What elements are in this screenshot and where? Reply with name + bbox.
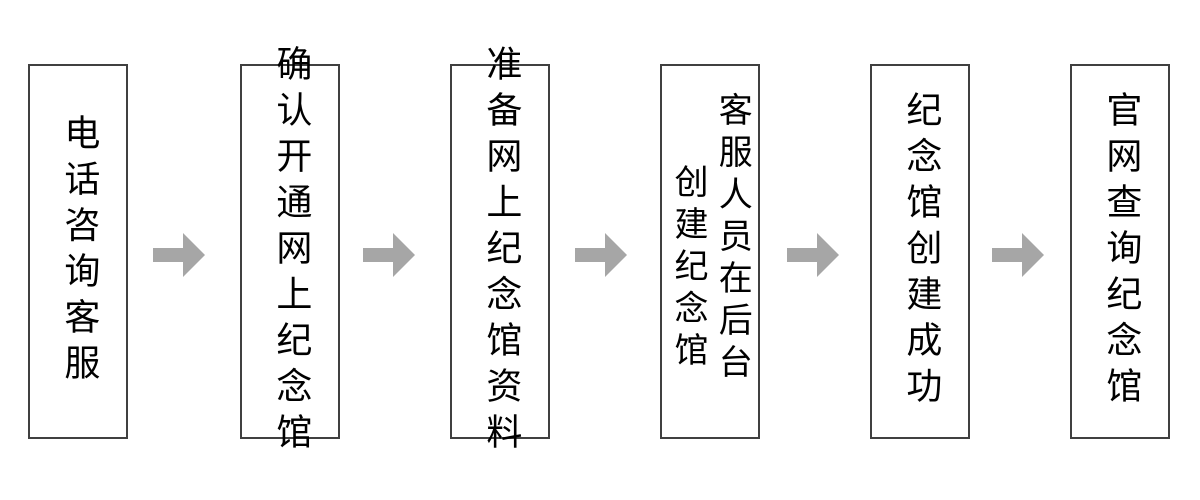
- flow-node-step-2[interactable]: 确认开通网上纪念馆: [240, 45, 340, 459]
- flow-node-label: 电话咨询客服: [58, 113, 100, 390]
- flow-node-label: 客服人员在后台: [712, 91, 753, 386]
- flow-node-step-4[interactable]: 客服人员在后台 创建纪念馆: [660, 64, 760, 439]
- right-arrow-icon: [153, 233, 205, 277]
- flow-node-label: 确认开通网上纪念馆: [270, 44, 312, 459]
- right-arrow-icon: [787, 233, 839, 277]
- flow-node-label: 纪念馆创建成功: [900, 90, 942, 413]
- right-arrow-icon: [575, 233, 627, 277]
- flow-node-label-continued: 创建纪念馆: [668, 163, 708, 374]
- right-arrow-icon: [992, 233, 1044, 277]
- right-arrow-icon: [363, 233, 415, 277]
- flow-node-step-5[interactable]: 纪念馆创建成功: [870, 64, 970, 439]
- flow-node-label: 准备网上纪念馆资料: [480, 44, 522, 459]
- flow-node-step-3[interactable]: 准备网上纪念馆资料: [450, 45, 550, 459]
- flow-node-label: 官网查询纪念馆: [1100, 90, 1142, 413]
- flow-node-step-6[interactable]: 官网查询纪念馆: [1070, 64, 1170, 439]
- flow-node-step-1[interactable]: 电话咨询客服: [28, 64, 128, 439]
